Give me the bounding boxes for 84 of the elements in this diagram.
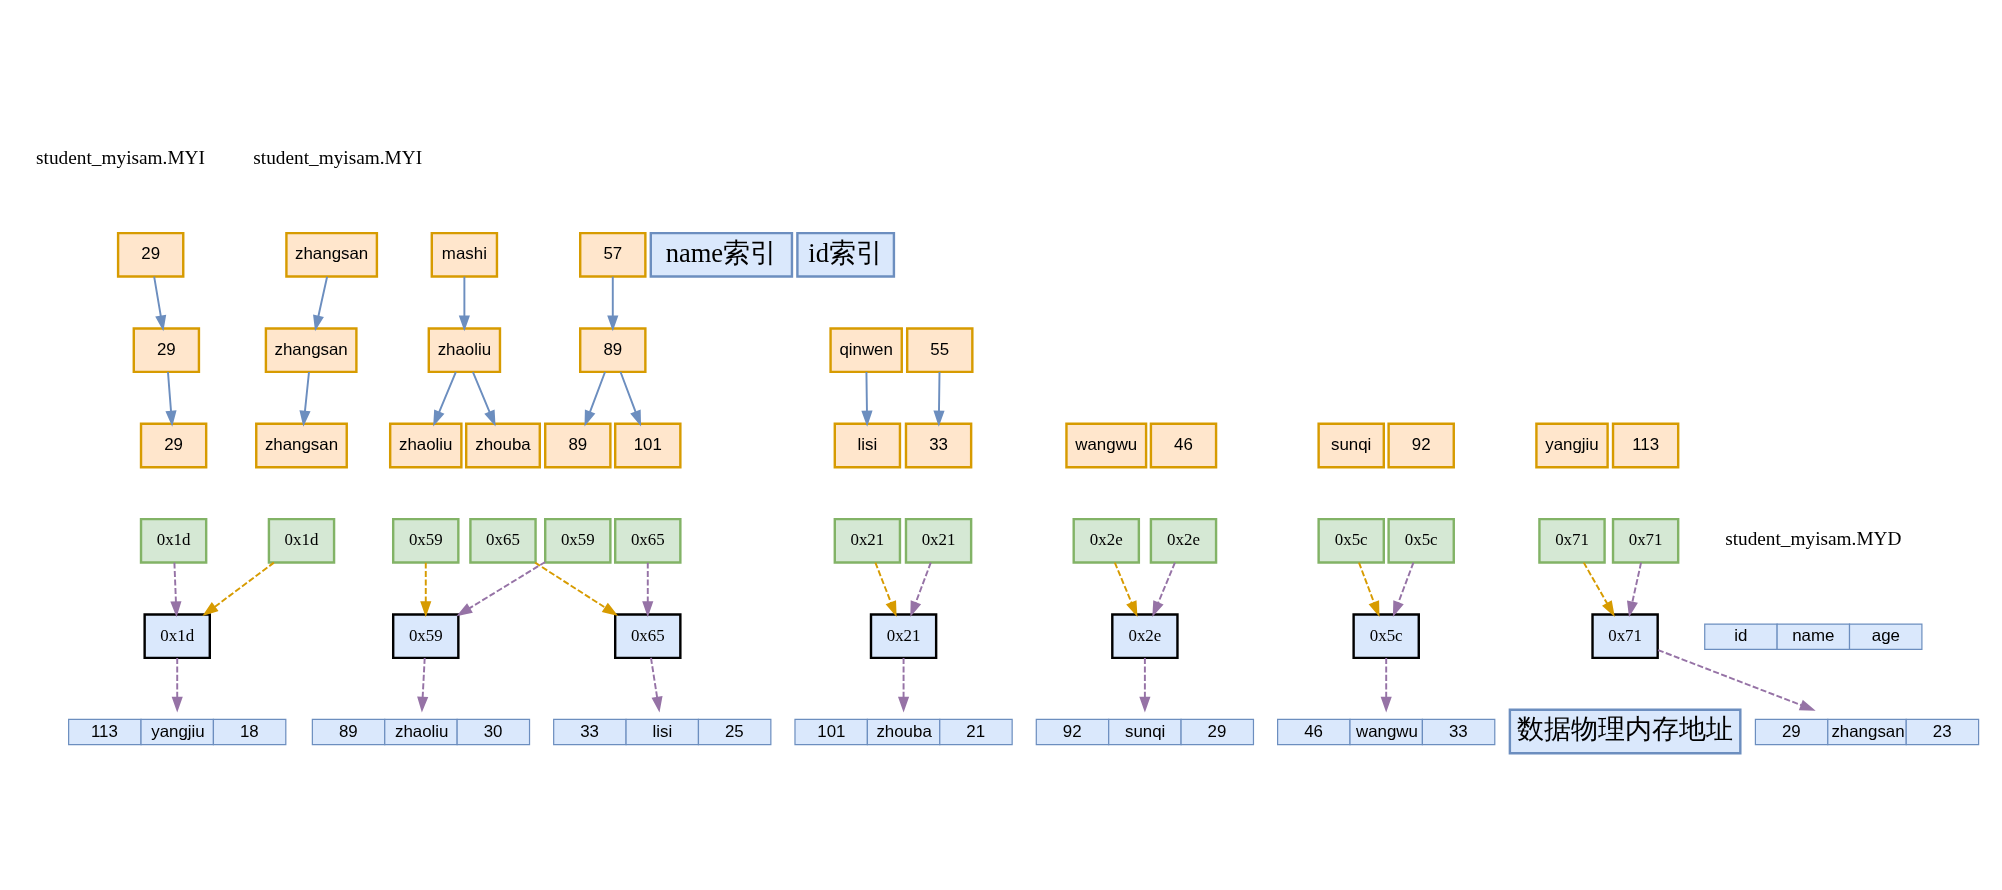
arrow	[910, 561, 932, 617]
node-box: 0x21	[869, 612, 938, 659]
node-box: 89	[579, 326, 647, 373]
node-box: 0x21	[833, 517, 902, 564]
arrow	[1657, 648, 1816, 711]
node-box: zhouba	[465, 422, 541, 468]
node-box: 29	[139, 422, 208, 468]
arrow	[1358, 561, 1380, 617]
arrow	[153, 275, 167, 331]
arrow	[420, 561, 432, 617]
node-box: 0x1d	[139, 517, 208, 564]
arrow	[933, 370, 945, 427]
node-box: 113	[1611, 422, 1680, 468]
arrow	[456, 560, 547, 616]
node-box: 92	[1387, 422, 1455, 468]
arrow	[1380, 656, 1392, 713]
node-box: 0x71	[1611, 517, 1680, 564]
node-box: 57	[579, 231, 647, 278]
node-box: 0x5c	[1352, 612, 1420, 659]
arrow	[433, 370, 457, 426]
arrow	[1627, 561, 1643, 617]
node-box: 0x65	[614, 517, 682, 564]
arrow	[650, 656, 663, 713]
arrow	[898, 656, 910, 713]
node-box: mashi	[430, 231, 499, 278]
node-box: 0x2e	[1072, 517, 1141, 564]
node-box: 0x1d	[143, 612, 211, 659]
node-box: qinwen	[829, 326, 903, 373]
arrow	[165, 370, 177, 427]
node-box: 0x65	[469, 517, 537, 564]
node-box: lisi	[833, 422, 902, 468]
node-box: 101	[614, 422, 682, 468]
arrow	[584, 370, 606, 426]
node-box: 0x59	[392, 612, 460, 659]
arrow	[1139, 656, 1151, 713]
node-box: 0x71	[1591, 612, 1659, 659]
node-box: yangjiu	[1535, 422, 1609, 468]
arrow	[607, 275, 619, 331]
arrow	[861, 370, 873, 427]
node-box: zhangsan	[285, 231, 379, 278]
node-box: zhaoliu	[388, 422, 463, 468]
label: student_myisam.MYI	[36, 146, 205, 168]
node-box: 46	[1149, 422, 1218, 468]
arrow	[458, 275, 470, 331]
arrow	[417, 656, 429, 713]
node-box: zhangsan	[264, 326, 358, 373]
arrow	[1392, 561, 1415, 617]
node-box: 55	[906, 326, 974, 373]
label: student_myisam.MYD	[1725, 527, 1902, 549]
node-box: 0x2e	[1149, 517, 1218, 564]
node-box: 0x59	[544, 517, 612, 564]
node-box: 0x1d	[267, 517, 336, 564]
node-box: 89	[544, 422, 612, 468]
node-box: wangwu	[1065, 422, 1148, 468]
arrow	[202, 561, 275, 616]
node-box: 0x21	[904, 517, 973, 564]
arrow	[874, 561, 897, 617]
arrow	[1152, 561, 1176, 617]
node-box: 29	[132, 326, 201, 373]
node-box: sunqi	[1317, 422, 1385, 468]
node-box: 0x59	[392, 517, 460, 564]
node-box: 0x5c	[1317, 517, 1385, 564]
arrow	[1582, 561, 1615, 617]
arrow	[313, 275, 329, 331]
node-box: zhaoliu	[427, 326, 502, 373]
node-box: 0x65	[614, 612, 682, 659]
arrow	[299, 370, 311, 427]
label: student_myisam.MYI	[253, 146, 423, 168]
arrow	[619, 370, 642, 426]
node-box: zhangsan	[255, 422, 348, 468]
arrow	[170, 561, 182, 617]
node-box: 0x5c	[1387, 517, 1455, 564]
node-box: 33	[904, 422, 973, 468]
node-box: name索引	[649, 231, 794, 278]
arrow	[171, 656, 183, 713]
arrow	[534, 561, 619, 616]
node-box: 29	[116, 231, 185, 278]
node-box: 数据物理内存地址	[1508, 708, 1742, 754]
node-box: 0x71	[1538, 517, 1606, 564]
node-box: 0x2e	[1111, 612, 1179, 659]
arrow	[642, 561, 654, 617]
arrow	[472, 370, 496, 426]
arrow	[1113, 561, 1138, 617]
node-box: id索引	[796, 231, 896, 278]
